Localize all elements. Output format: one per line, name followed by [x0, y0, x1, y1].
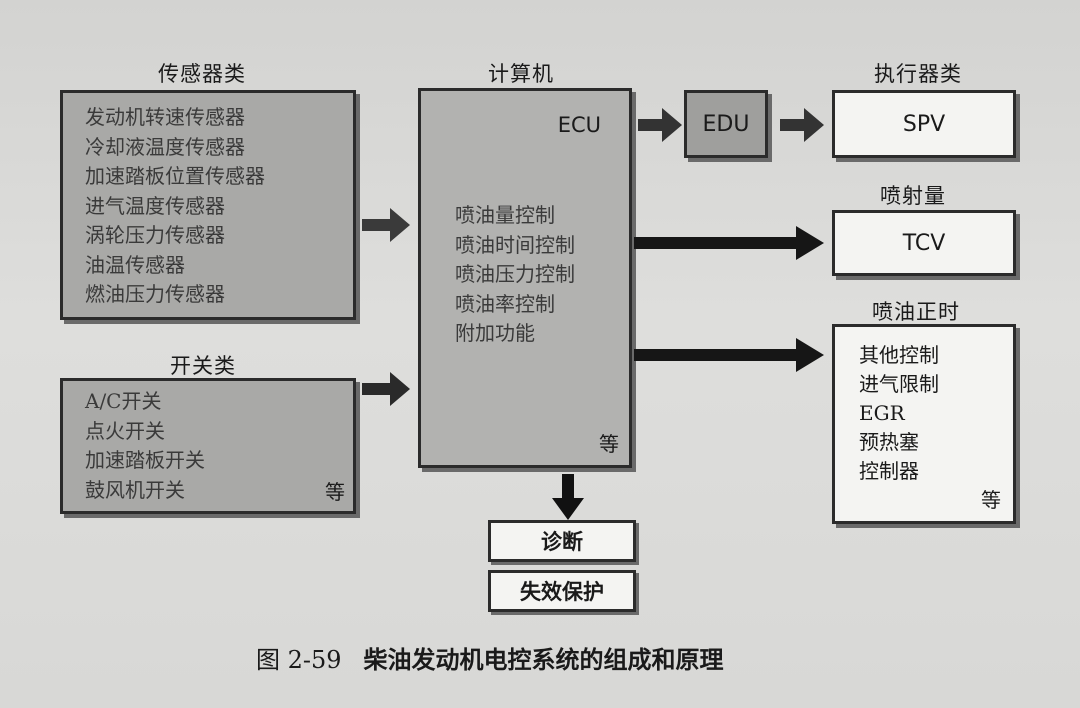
control-item: 喷油时间控制: [455, 232, 575, 257]
figure-title: 柴油发动机电控系统的组成和原理: [363, 645, 724, 674]
computer-etc: 等: [599, 432, 619, 456]
sensor-item: 燃油压力传感器: [85, 282, 225, 306]
switch-item: A/C开关: [85, 389, 162, 413]
edu-box: EDU: [684, 90, 768, 158]
sensors-to-computer-arrow: [362, 208, 410, 242]
injection-timing-title: 喷油正时: [872, 300, 960, 324]
computer-title: 计算机: [488, 62, 554, 86]
ecu-to-edu-arrow: [638, 108, 682, 142]
control-item: 喷油率控制: [455, 291, 555, 316]
computer-to-diagnosis-arrow: [552, 474, 584, 520]
control-item: 喷油量控制: [455, 203, 555, 227]
switches-title: 开关类: [170, 354, 236, 378]
timing-item: 预热塞: [859, 430, 919, 454]
control-item: 喷油压力控制: [455, 262, 575, 286]
diagnosis-box: 诊断: [488, 520, 636, 562]
injection-quantity-title: 喷射量: [880, 184, 946, 208]
switch-item: 点火开关: [85, 418, 165, 443]
switch-item: 加速踏板开关: [85, 448, 205, 472]
timing-item: 控制器: [859, 459, 919, 483]
sensor-item: 油温传感器: [85, 252, 185, 277]
sensor-item: 冷却液温度传感器: [85, 134, 245, 159]
timing-item: EGR: [859, 401, 905, 425]
ecu-label: ECU: [557, 113, 601, 137]
spv-box: SPV: [832, 90, 1016, 158]
sensors-title: 传感器类: [158, 62, 246, 86]
diagnosis-label: 诊断: [541, 529, 583, 554]
switches-box: A/C开关 点火开关 加速踏板开关 鼓风机开关 等: [60, 378, 356, 514]
tcv-label: TCV: [902, 230, 946, 256]
sensor-item: 涡轮压力传感器: [85, 223, 225, 247]
figure-caption: 图 2-59 柴油发动机电控系统的组成和原理: [256, 640, 724, 675]
computer-to-timing-arrow: [634, 338, 824, 372]
spv-label: SPV: [902, 111, 946, 137]
edu-to-spv-arrow: [780, 108, 824, 142]
edu-label: EDU: [702, 111, 750, 137]
timing-box: 其他控制 进气限制 EGR 预热塞 控制器 等: [832, 324, 1016, 524]
computer-to-tcv-arrow: [634, 226, 824, 260]
failsafe-box: 失效保护: [488, 570, 636, 612]
tcv-box: TCV: [832, 210, 1016, 276]
actuators-title: 执行器类: [874, 62, 962, 86]
failsafe-label: 失效保护: [520, 579, 604, 604]
figure-number: 图 2-59: [256, 646, 342, 674]
sensors-box: 发动机转速传感器 冷却液温度传感器 加速踏板位置传感器 进气温度传感器 涡轮压力…: [60, 90, 356, 320]
computer-box: ECU 喷油量控制 喷油时间控制 喷油压力控制 喷油率控制 附加功能 等: [418, 88, 632, 468]
switch-item: 鼓风机开关: [85, 477, 185, 502]
sensor-item: 发动机转速传感器: [85, 105, 245, 129]
switches-to-computer-arrow: [362, 372, 410, 406]
sensor-item: 进气温度传感器: [85, 193, 225, 218]
sensor-item: 加速踏板位置传感器: [85, 164, 265, 188]
switches-etc: 等: [325, 480, 345, 504]
control-item: 附加功能: [455, 321, 535, 345]
timing-etc: 等: [981, 488, 1001, 512]
timing-item: 其他控制: [859, 343, 939, 367]
timing-item: 进气限制: [859, 372, 939, 396]
